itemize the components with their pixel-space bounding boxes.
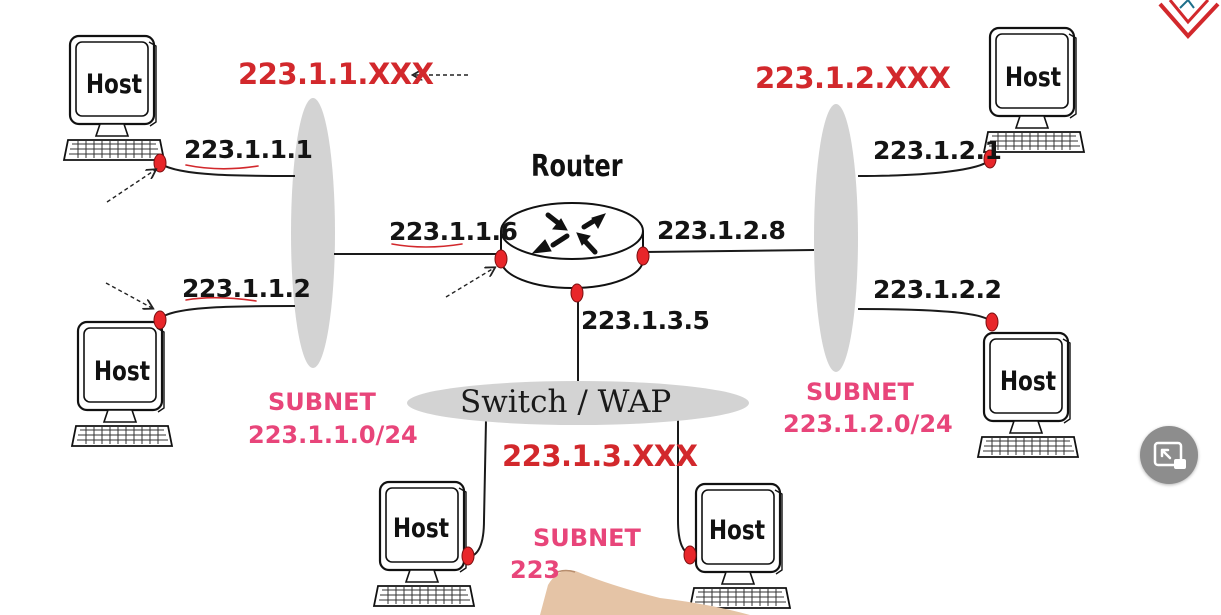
channel-logo-icon	[1158, 0, 1220, 39]
interface-dot	[683, 545, 697, 565]
cable-host-left-bottom	[160, 305, 296, 319]
router-bottom-ip: 223.1.3.5	[581, 306, 710, 335]
left-subnet-link	[291, 98, 335, 368]
pointing-hand	[540, 569, 750, 615]
host-label: Host	[94, 355, 150, 387]
pip-icon	[1153, 441, 1186, 469]
left-subnet-title: SUBNET	[268, 388, 376, 416]
host-label: Host	[709, 514, 765, 546]
dashed-arrow	[106, 170, 155, 203]
bottom-subnet-cidr: 223	[510, 556, 561, 584]
host-label: Host	[1000, 365, 1056, 397]
left-subnet-cidr: 223.1.1.0/24	[248, 421, 418, 449]
left-host1-ip: 223.1.1.1	[184, 135, 313, 164]
interface-dot	[494, 249, 508, 269]
interface-dot	[636, 246, 650, 266]
router-title: Router	[531, 149, 623, 184]
host-label: Host	[393, 512, 449, 544]
underline-mark	[185, 296, 257, 302]
router-icon	[500, 202, 644, 289]
host-computer-icon	[372, 480, 476, 608]
switch-label: Switch / WAP	[460, 384, 672, 420]
cable-switch-host-left	[467, 419, 487, 558]
right-subnet-title: SUBNET	[806, 378, 914, 406]
cable-router-right	[643, 249, 815, 253]
right-host2-ip: 223.1.2.2	[873, 275, 1002, 304]
underline-mark	[185, 164, 259, 170]
right-subnet-cidr: 223.1.2.0/24	[783, 410, 953, 438]
right-host1-ip: 223.1.2.1	[873, 136, 1002, 165]
dashed-arrow	[445, 268, 494, 298]
pip-button[interactable]	[1140, 426, 1198, 484]
left-network-label: 223.1.1.XXX	[238, 57, 434, 91]
interface-dot	[570, 283, 584, 303]
interface-dot	[985, 312, 999, 332]
interface-dot	[153, 310, 167, 330]
cable-host-right-bottom	[857, 308, 992, 323]
underline-mark	[391, 243, 463, 248]
router-right-ip: 223.1.2.8	[657, 216, 786, 245]
dashed-arrow	[105, 282, 152, 308]
bottom-network-label: 223.1.3.XXX	[502, 439, 698, 473]
host-computer-icon	[688, 482, 792, 610]
interface-dot	[983, 149, 997, 169]
host-label: Host	[1005, 61, 1061, 93]
host-label: Host	[86, 68, 142, 100]
router-arrows-icon	[531, 212, 606, 255]
interface-dot	[461, 546, 475, 566]
router-left-ip: 223.1.1.6	[389, 217, 518, 246]
left-host2-ip: 223.1.1.2	[182, 274, 311, 303]
cable-host-left-top	[160, 163, 296, 177]
switch-wap-device	[407, 381, 749, 425]
bottom-subnet-title: SUBNET	[533, 524, 641, 552]
interface-dot	[153, 153, 167, 173]
right-network-label: 223.1.2.XXX	[755, 61, 951, 95]
right-subnet-link	[814, 104, 858, 372]
